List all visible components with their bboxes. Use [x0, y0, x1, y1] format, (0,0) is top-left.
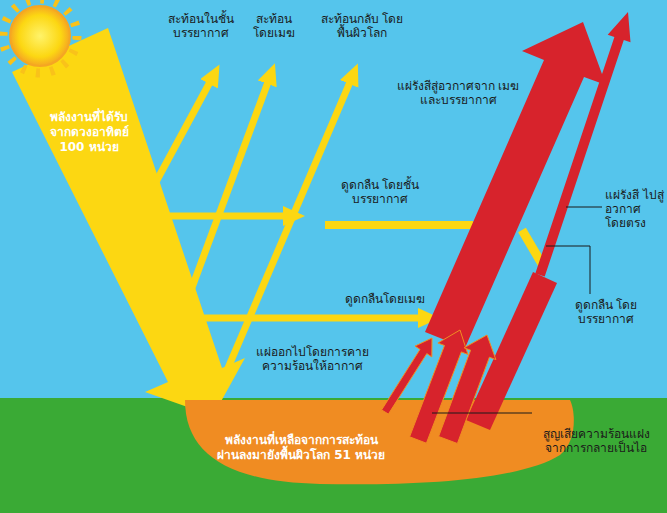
callout-label: สูญเสียความร้อนแฝง จากการกลายเป็นไอ — [537, 427, 655, 455]
sun — [10, 6, 70, 66]
heat-arrow — [382, 338, 432, 414]
ground — [0, 398, 667, 513]
node-outline — [185, 400, 574, 484]
callout-label: แผ่รังสี ไปสู่อวกาศ โดยตรง — [605, 188, 665, 230]
sun-rays — [3, 0, 77, 73]
callout-label: สะท้อนกลับ โดยพื้นผิวโลก — [318, 12, 406, 40]
radiation-arrow — [535, 12, 630, 277]
callout-label: สะท้อน โดยเมฆ — [246, 12, 302, 40]
callout-label: ดูดกลืน โดยชั้นบรรยากาศ — [330, 178, 430, 206]
node-text: พลังงานที่ได้รับ จากดวงอาทิตย์ 100 หน่วย — [43, 110, 135, 155]
node-outline — [12, 28, 245, 416]
node-shape — [10, 26, 250, 421]
radiation-arrow — [466, 272, 557, 430]
callout-label: ดูดกลืน โดยบรรยากาศ — [565, 298, 647, 326]
leader-line — [432, 413, 532, 414]
callout-label: ดูดกลืนโดยเมฆ — [325, 292, 445, 306]
leader-line — [566, 207, 602, 208]
surface-energy-blob: พลังงานที่เหลือจากการสะท้อน ผ่านลงมายังพ… — [180, 395, 580, 490]
absorb-band — [522, 230, 542, 264]
callout-label: แผ่ออกไปโดยการคาย ความร้อนให้อากาศ — [255, 345, 370, 373]
heat-arrow — [439, 335, 496, 444]
absorb-band — [325, 221, 473, 229]
node-text: พลังงานที่เหลือจากการสะท้อน ผ่านลงมายังพ… — [215, 433, 387, 463]
callout-label: สะท้อนในชั้น บรรยากาศ — [160, 12, 242, 40]
heat-arrow — [410, 330, 468, 443]
callout-label: แผ่รังสีสู่อวกาศจาก เมฆและบรรยากาศ — [393, 79, 523, 107]
leader-line — [546, 246, 590, 294]
sun-energy-arrow: พลังงานที่ได้รับ จากดวงอาทิตย์ 100 หน่วย — [10, 26, 250, 421]
